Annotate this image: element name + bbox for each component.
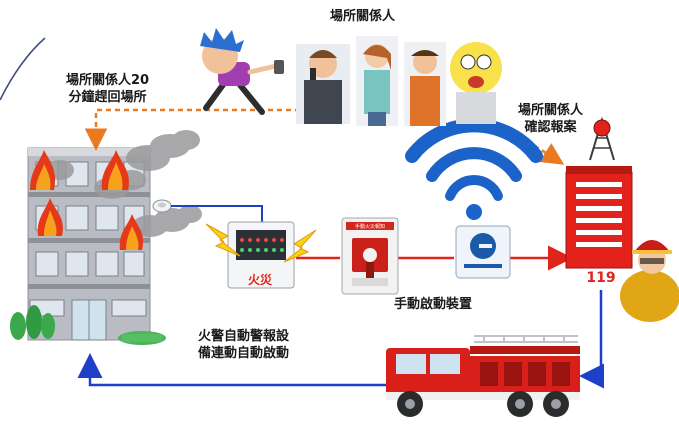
auto-alarm-line1: 火警自動警報設 [198, 329, 290, 344]
telecom-logo-icon [455, 225, 511, 279]
manual-device-label: 手動啟動裝置 [394, 297, 473, 312]
fire-panel-text: 火災 [248, 273, 273, 287]
fire-flames [30, 150, 144, 250]
running-person-icon [200, 28, 284, 115]
truck-to-building-arrow [77, 353, 386, 387]
manual-panel-text: 手動火災報知 [355, 223, 385, 230]
confirm-label: 場所關係人 確認報案 [518, 102, 583, 136]
confirm-label-line1: 場所關係人 [518, 103, 584, 118]
confirm-label-line2: 確認報案 [524, 120, 577, 135]
station-to-truck-arrow [579, 290, 604, 389]
return-label-line1: 場所關係人20 [66, 73, 150, 88]
return-dashed-arrow [84, 108, 300, 151]
fire-alarm-panel-icon [227, 221, 295, 289]
wifi-signal-icon [405, 118, 543, 220]
firefighter-icon [620, 240, 679, 322]
return-label-line2: 分鐘趕回場所 [68, 90, 147, 105]
auto-alarm-label: 火警自動警報設 備連動自動啟動 [198, 328, 289, 362]
phone-caller-icon [296, 36, 502, 126]
auto-alarm-line2: 備連動自動啟動 [198, 346, 290, 361]
fire-truck-icon [386, 335, 580, 417]
corner-curve [0, 37, 46, 101]
fire-station-building-icon [565, 116, 633, 269]
smoke-detector-icon [152, 199, 172, 213]
return-label: 場所關係人20 分鐘趕回場所 [66, 72, 149, 106]
manual-call-point-icon [341, 217, 399, 295]
stakeholders-title: 場所關係人 [330, 9, 396, 24]
lightning-bolt-icon [205, 223, 317, 263]
station-number: 119 [586, 270, 615, 286]
